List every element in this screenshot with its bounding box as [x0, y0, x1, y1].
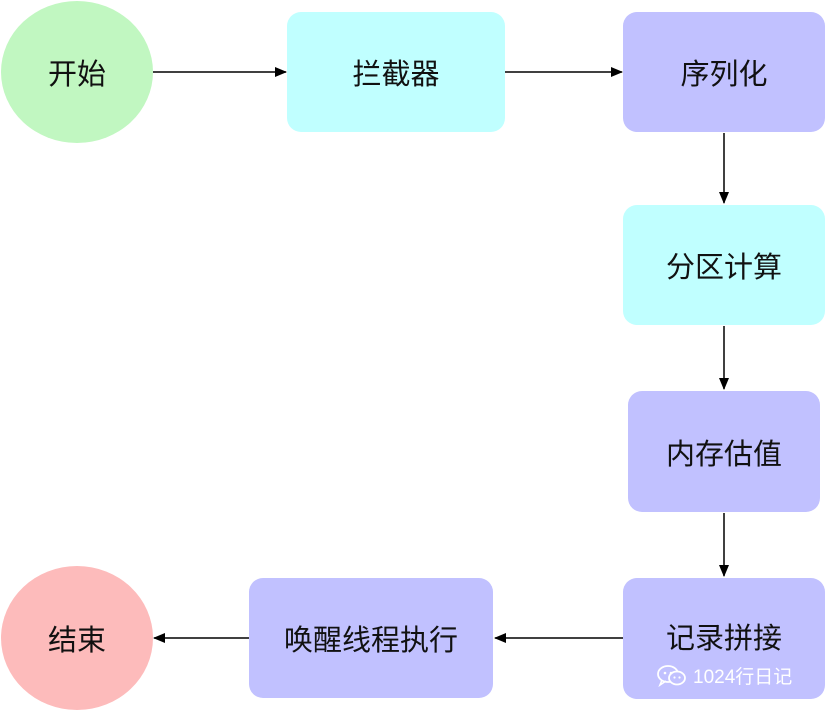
memory-node: 内存估值 [628, 391, 820, 512]
end-label: 结束 [47, 623, 106, 657]
partition-label: 分区计算 [665, 250, 782, 284]
concat-node: 记录拼接 [623, 578, 825, 699]
end-node: 结束 [1, 566, 153, 710]
memory-label: 内存估值 [665, 436, 782, 471]
watermark-text: 1024行日记 [693, 667, 793, 688]
interceptor-label: 拦截器 [352, 57, 440, 91]
partition-node: 分区计算 [623, 205, 825, 325]
serialize-node: 序列化 [623, 12, 825, 132]
watermark: 1024行日记 [657, 662, 792, 689]
wake-thread-node: 唤醒线程执行 [249, 578, 493, 698]
interceptor-node: 拦截器 [287, 12, 505, 132]
wechat-icon [657, 664, 686, 687]
start-label: 开始 [47, 57, 106, 91]
concat-label: 记录拼接 [665, 620, 782, 655]
serialize-label: 序列化 [680, 57, 768, 91]
wake-thread-label: 唤醒线程执行 [283, 623, 458, 657]
start-node: 开始 [1, 1, 153, 143]
